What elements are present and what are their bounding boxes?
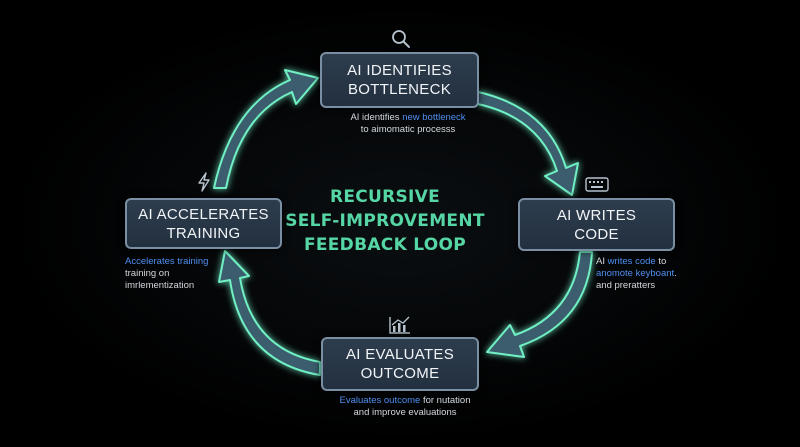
node-label-line-1: AI WRITES xyxy=(556,206,637,224)
node-evaluates-outcome: AI EVALUATES OUTCOME xyxy=(321,337,479,391)
description-identifies-bottleneck: AI identifies new bottleneck to aimomati… xyxy=(333,112,483,136)
description-evaluates-outcome: Evaluates outcome for nutation and impro… xyxy=(330,395,480,419)
node-label-line-1: AI ACCELERATES xyxy=(138,205,269,223)
arrow-outcome-to-training xyxy=(218,250,321,376)
chart-icon xyxy=(389,316,410,334)
arrow-training-to-bottleneck xyxy=(213,69,319,189)
description-text: AI xyxy=(596,256,608,267)
node-label-line-2: BOTTLENECK xyxy=(347,81,452,98)
node-label-line-1: AI EVALUATES xyxy=(345,346,455,363)
description-line: Evaluates outcome for nutation xyxy=(330,395,480,407)
description-text: to xyxy=(655,256,667,267)
description-line: and preratters xyxy=(596,280,656,291)
loop-title-line-3: FEEDBACK LOOP xyxy=(303,235,467,255)
description-highlight: Evaluates outcome xyxy=(339,395,421,406)
node-label-line-1: AI IDENTIFIES xyxy=(347,62,452,79)
description-highlight: Accelerates training xyxy=(125,256,209,267)
node-label-line-2: OUTCOME xyxy=(360,365,440,382)
node-label-line-2: TRAINING xyxy=(166,224,241,242)
description-text: AI identifies xyxy=(350,112,403,123)
loop-title-line-1: RECURSIVE xyxy=(329,187,441,207)
description-writes-code: AI writes code to anomote keyboant. and … xyxy=(596,256,696,292)
description-line: imrlementization xyxy=(125,280,195,291)
arrow-bottleneck-to-code xyxy=(477,91,579,196)
description-line: AI writes code to xyxy=(596,256,696,268)
description-line: anomote keyboant. xyxy=(596,268,696,280)
description-text: training on xyxy=(125,268,170,279)
description-text: for nutation xyxy=(420,395,471,406)
description-highlight: new bottleneck xyxy=(402,112,466,123)
description-text: and improve evaluations xyxy=(353,407,457,418)
description-line: to aimomatic processs xyxy=(333,124,483,136)
node-writes-code: AI WRITES CODE xyxy=(518,198,675,251)
description-text: . xyxy=(674,268,677,279)
node-accelerates-training: AI ACCELERATES TRAINING xyxy=(125,198,282,249)
description-line: training on xyxy=(125,268,245,280)
magnifying-glass-icon xyxy=(392,30,410,48)
lightning-bolt-icon xyxy=(198,172,210,192)
arrow-code-to-outcome xyxy=(486,251,593,358)
description-highlight: anomote keyboant xyxy=(596,268,675,279)
loop-title: RECURSIVE SELF-IMPROVEMENT FEEDBACK LOOP xyxy=(280,185,490,257)
loop-title-line-2: SELF-IMPROVEMENT xyxy=(285,211,485,231)
description-line: AI identifies new bottleneck xyxy=(333,112,483,124)
description-line: and improve evaluations xyxy=(330,407,480,419)
description-text: to aimomatic processs xyxy=(360,124,456,135)
keyboard-icon xyxy=(585,177,609,192)
description-accelerates-training: Accelerates training training on imrleme… xyxy=(125,256,245,292)
node-label-line-2: CODE xyxy=(574,225,619,243)
node-identifies-bottleneck: AI IDENTIFIES BOTTLENECK xyxy=(320,52,479,108)
description-line: Accelerates training xyxy=(125,256,245,268)
description-highlight: writes code xyxy=(607,256,656,267)
